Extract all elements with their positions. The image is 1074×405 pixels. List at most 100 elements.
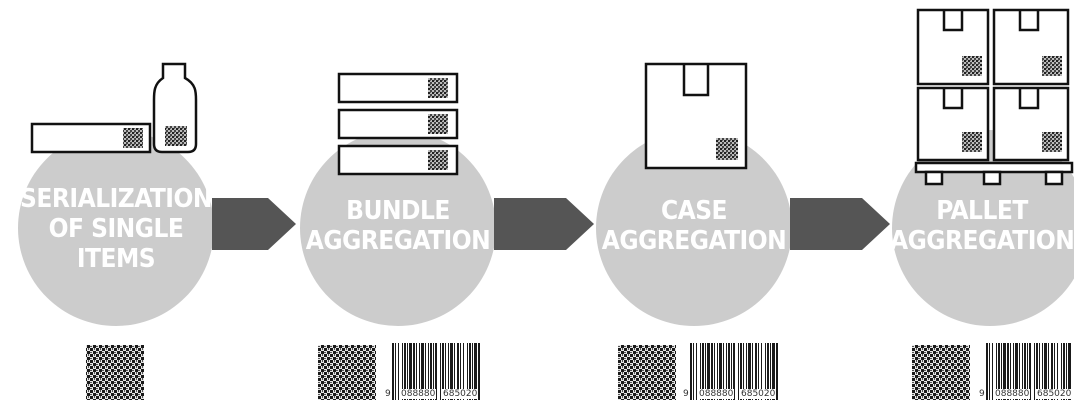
barcode-bar bbox=[409, 343, 412, 400]
barcode-bar bbox=[392, 343, 394, 400]
barcode-bar bbox=[1063, 343, 1065, 400]
barcode-bar bbox=[442, 343, 444, 400]
datamatrix-code-bundle bbox=[318, 345, 376, 400]
barcode-bar bbox=[1068, 343, 1071, 400]
barcode-bar bbox=[743, 343, 744, 400]
barcode-bar bbox=[463, 343, 464, 400]
stage-label-line: AGGREGATION bbox=[305, 226, 491, 256]
barcode-bar bbox=[996, 343, 997, 400]
stage-circle-serialization bbox=[18, 130, 214, 326]
barcode-bar bbox=[1042, 343, 1043, 400]
barcode-bar bbox=[435, 343, 437, 400]
barcode-first-digit: 9 bbox=[384, 389, 392, 399]
barcode-bar bbox=[395, 343, 396, 400]
stage-label-bundle: BUNDLE AGGREGATION bbox=[298, 196, 498, 256]
barcode-bar bbox=[1010, 343, 1011, 400]
barcode-left-digits: 088880 bbox=[698, 389, 735, 399]
barcode-bar bbox=[1024, 343, 1026, 400]
barcode-bar bbox=[398, 343, 399, 400]
barcode-bar bbox=[986, 343, 988, 400]
barcode-bar bbox=[474, 343, 477, 400]
barcode-bar bbox=[1003, 343, 1006, 400]
datamatrix-code-case bbox=[618, 345, 676, 400]
barcode-bar bbox=[690, 343, 692, 400]
stage-label-line: OF SINGLE bbox=[48, 214, 184, 244]
barcode-bar bbox=[702, 343, 704, 400]
barcode-bar bbox=[992, 343, 993, 400]
barcode-bar bbox=[440, 343, 441, 400]
flow-arrow-2 bbox=[494, 198, 594, 250]
barcode-right-digits: 685020 bbox=[442, 389, 479, 399]
barcode-bar bbox=[758, 343, 759, 400]
barcode-left-digits: 088880 bbox=[994, 389, 1031, 399]
stage-label-pallet: PALLET AGGREGATION bbox=[890, 196, 1074, 256]
barcode-bar bbox=[407, 343, 408, 400]
barcode-bar bbox=[1054, 343, 1055, 400]
stage-label-case: CASE AGGREGATION bbox=[594, 196, 794, 256]
barcode-bar bbox=[472, 343, 473, 400]
barcode-bar bbox=[1034, 343, 1035, 400]
barcode-bar bbox=[460, 343, 461, 400]
barcode-bar bbox=[1036, 343, 1038, 400]
barcode-bar bbox=[748, 343, 751, 400]
barcode-bar bbox=[755, 343, 757, 400]
stage-label-line: BUNDLE bbox=[346, 196, 450, 226]
barcode-bar bbox=[707, 343, 710, 400]
stage-label-line: AGGREGATION bbox=[601, 226, 787, 256]
barcode-bar bbox=[746, 343, 747, 400]
datamatrix-code-pallet bbox=[912, 345, 970, 400]
stage-circle-case bbox=[596, 130, 792, 326]
barcode-bar bbox=[1015, 343, 1018, 400]
barcode-bar bbox=[428, 343, 429, 400]
barcode-bar bbox=[752, 343, 753, 400]
stage-label-line: PALLET bbox=[936, 196, 1028, 226]
barcode-bar bbox=[467, 343, 468, 400]
stage-label-line: SERIALIZATION bbox=[20, 184, 212, 214]
datamatrix-code-serialization bbox=[86, 345, 144, 400]
linear-barcode-case bbox=[690, 343, 778, 400]
barcode-bar bbox=[445, 343, 446, 400]
barcode-bar bbox=[719, 343, 722, 400]
linear-barcode-pallet bbox=[986, 343, 1071, 400]
barcode-bar bbox=[711, 343, 713, 400]
linear-barcode-bundle bbox=[392, 343, 480, 400]
barcode-bar bbox=[726, 343, 727, 400]
pallet-icon bbox=[914, 8, 1074, 186]
barcode-bar bbox=[767, 343, 769, 400]
barcode-bar bbox=[1057, 343, 1058, 400]
bottle-icon bbox=[152, 62, 198, 154]
barcode-bar bbox=[433, 343, 434, 400]
barcode-bar bbox=[425, 343, 426, 400]
barcode-bar bbox=[705, 343, 706, 400]
barcode-bar bbox=[731, 343, 732, 400]
barcode-bar bbox=[457, 343, 459, 400]
single-carton-icon bbox=[30, 122, 152, 154]
stage-label-line: ITEMS bbox=[76, 244, 156, 274]
barcode-bar bbox=[1061, 343, 1062, 400]
barcode-bar bbox=[419, 343, 420, 400]
barcode-bar bbox=[1044, 343, 1047, 400]
barcode-bar bbox=[1007, 343, 1009, 400]
barcode-bar bbox=[738, 343, 739, 400]
barcode-right-digits: 685020 bbox=[1036, 389, 1073, 399]
flow-arrow-3 bbox=[790, 198, 890, 250]
flow-arrow-1 bbox=[212, 198, 296, 250]
barcode-bar bbox=[1013, 343, 1014, 400]
stage-label-line: CASE bbox=[660, 196, 728, 226]
barcode-bar bbox=[728, 343, 730, 400]
barcode-bar bbox=[454, 343, 455, 400]
barcode-bar bbox=[693, 343, 694, 400]
barcode-bar bbox=[469, 343, 471, 400]
bundle-icon bbox=[337, 72, 459, 176]
barcode-bar bbox=[1039, 343, 1040, 400]
barcode-bar bbox=[413, 343, 415, 400]
barcode-bar bbox=[1048, 343, 1049, 400]
barcode-bar bbox=[416, 343, 417, 400]
barcode-bar bbox=[776, 343, 778, 400]
stage-label-serialization: SERIALIZATION OF SINGLE ITEMS bbox=[16, 184, 216, 274]
barcode-bar bbox=[700, 343, 701, 400]
barcode-bar bbox=[448, 343, 449, 400]
barcode-bar bbox=[1029, 343, 1031, 400]
